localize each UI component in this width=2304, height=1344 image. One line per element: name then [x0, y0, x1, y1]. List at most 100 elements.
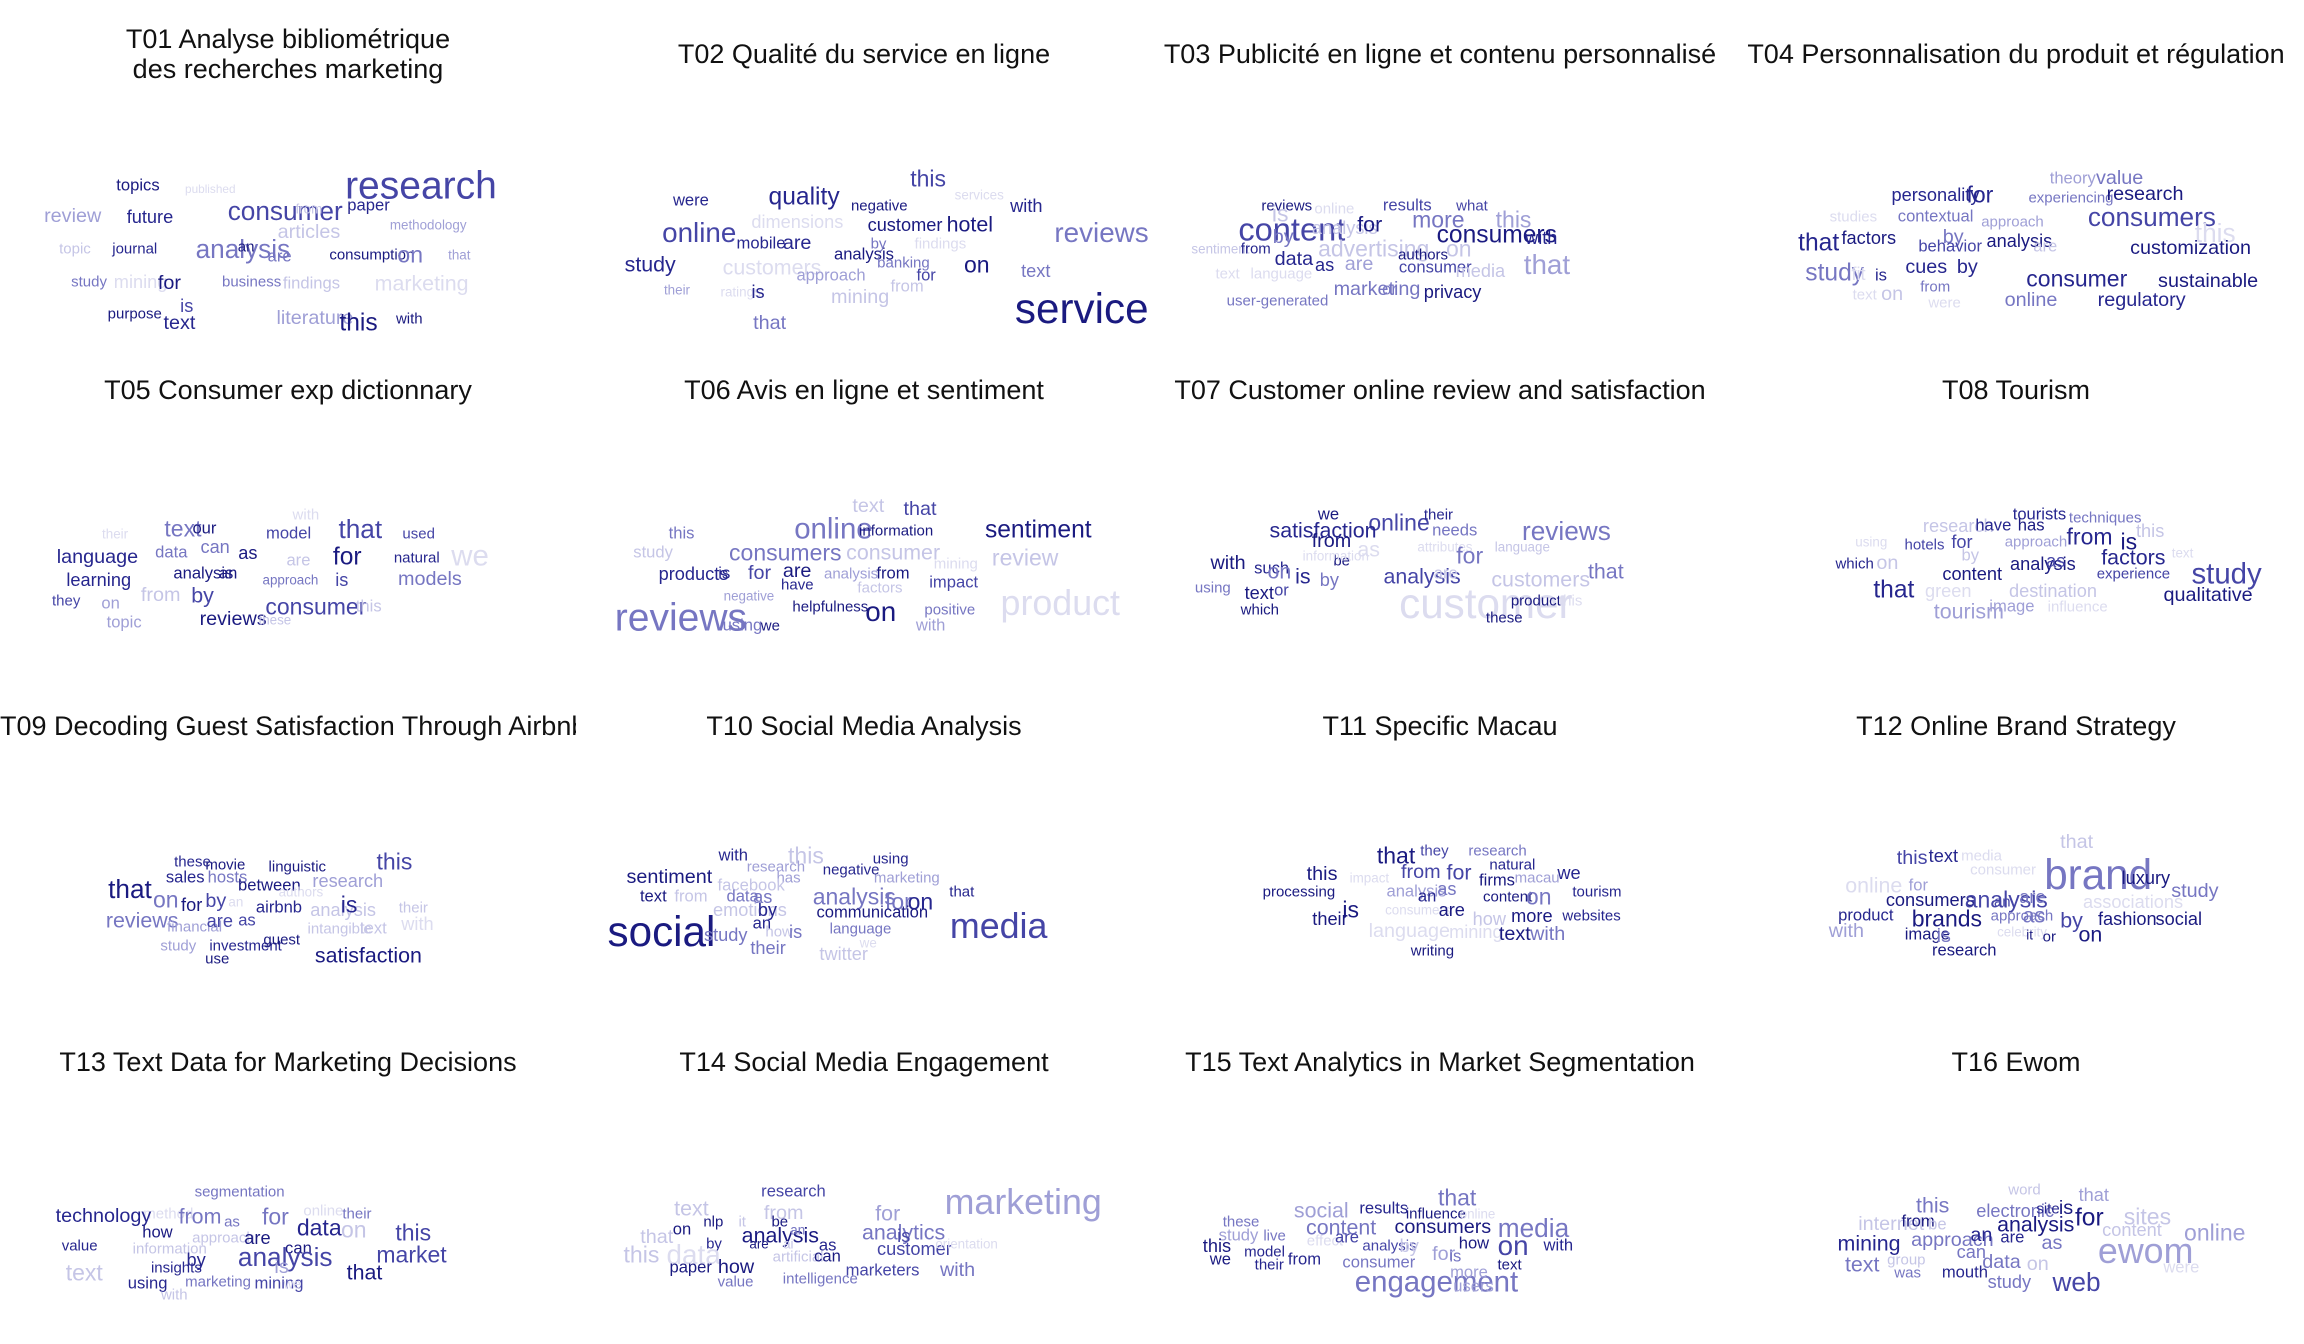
- cloud-word: this: [1559, 592, 1583, 610]
- cloud-word: this: [2194, 217, 2236, 248]
- cloud-word: cues: [1905, 256, 1948, 279]
- cloud-word: consumption: [329, 246, 415, 264]
- cloud-word: websites: [1562, 907, 1621, 925]
- cloud-word: approach: [1990, 907, 2054, 925]
- cloud-word: paper: [669, 1257, 712, 1277]
- cloud-word: needs: [1432, 520, 1478, 540]
- cloud-word: that: [1587, 558, 1624, 583]
- cloud-word: media: [1961, 847, 2002, 865]
- cloud-word: tourism: [1933, 599, 2004, 624]
- cloud-word: products: [658, 564, 729, 585]
- cloud-word: between: [237, 875, 301, 895]
- cloud-word: nlp: [703, 1213, 724, 1231]
- cloud-word: twitter: [819, 943, 868, 964]
- cloud-word: more: [1412, 206, 1465, 232]
- cloud-word: we: [859, 935, 877, 951]
- cloud-word: sustainable: [2158, 269, 2259, 292]
- cloud-word: can: [200, 537, 230, 558]
- cloud-word: on: [2026, 1253, 2049, 1276]
- cloud-word: more: [1450, 1263, 1488, 1283]
- cloud-word: are: [1433, 564, 1458, 584]
- cloud-word: analysis: [1997, 1212, 2075, 1237]
- cloud-word: for: [1908, 875, 1929, 895]
- cloud-word: analysis: [237, 1242, 333, 1273]
- cloud-word: that: [903, 497, 937, 520]
- cloud-word: approach: [1911, 1229, 1994, 1252]
- cloud-word: with: [939, 1258, 976, 1281]
- cloud-word: their: [1312, 908, 1348, 929]
- cloud-word: analysis: [741, 1222, 819, 1247]
- cloud-word: are: [286, 550, 311, 570]
- cloud-word: that: [1376, 842, 1416, 869]
- cloud-word: their: [1254, 1256, 1284, 1274]
- cloud-word: text: [639, 886, 667, 906]
- cloud-word: future: [126, 206, 174, 227]
- cloud-word: their: [342, 1205, 372, 1223]
- cloud-word: language: [56, 546, 139, 569]
- cloud-word: an: [228, 894, 244, 910]
- cloud-word: that: [2060, 830, 2094, 853]
- cloud-word: reviews: [199, 608, 267, 631]
- cloud-word: image: [1904, 924, 1950, 944]
- cloud-word: with: [718, 846, 748, 866]
- cloud-word: for: [332, 543, 362, 571]
- wordcloud-panel: T09 Decoding Guest Satisfaction Through …: [0, 672, 576, 1008]
- cloud-word: for: [1357, 212, 1383, 237]
- cloud-word: are: [2019, 886, 2046, 907]
- cloud-word: published: [185, 181, 236, 196]
- cloud-word: analytics: [861, 1220, 946, 1245]
- cloud-word: that: [346, 1260, 383, 1285]
- cloud-word: financial: [167, 918, 223, 936]
- cloud-word: firms: [1479, 870, 1515, 890]
- cloud-word: data: [666, 1238, 721, 1270]
- cloud-word: analysis: [1383, 564, 1461, 589]
- cloud-word: from: [178, 1203, 222, 1228]
- cloud-word: are: [1344, 253, 1374, 276]
- cloud-word: for: [1456, 542, 1484, 568]
- cloud-word: are: [267, 247, 292, 266]
- cloud-word: as: [238, 910, 256, 930]
- cloud-word: reviews: [1261, 197, 1313, 215]
- cloud-word: analysis: [1362, 1237, 1417, 1255]
- cloud-word: on: [672, 1219, 692, 1239]
- cloud-word: live: [1263, 1227, 1286, 1245]
- cloud-word: attributes: [1417, 539, 1473, 555]
- cloud-word: by: [706, 1235, 722, 1253]
- cloud-word: is: [718, 564, 731, 584]
- cloud-word: for: [875, 1201, 901, 1226]
- cloud-word: for: [1446, 859, 1472, 884]
- cloud-word: research: [1922, 515, 1994, 536]
- cloud-word: text: [360, 919, 387, 938]
- cloud-word: these: [174, 853, 211, 871]
- cloud-word: analysis: [1986, 230, 2053, 251]
- cloud-word: findings: [282, 274, 341, 293]
- wordcloud-panel: T03 Publicité en ligne et contenu person…: [1152, 0, 1728, 336]
- cloud-word: impact: [929, 572, 979, 592]
- cloud-word: this: [1495, 206, 1532, 232]
- cloud-word: writing: [1410, 942, 1455, 960]
- cloud-word: effect: [1306, 1232, 1344, 1250]
- cloud-word: as: [753, 886, 773, 907]
- cloud-word: from: [2066, 523, 2113, 550]
- cloud-word: how: [1458, 1233, 1490, 1253]
- cloud-word: business: [221, 273, 282, 291]
- cloud-word: use: [205, 950, 230, 968]
- cloud-word: authors: [278, 883, 324, 899]
- cloud-word: tourists: [2012, 504, 2067, 524]
- cloud-word: product: [1510, 592, 1561, 610]
- cloud-word: advertising: [1318, 235, 1430, 262]
- cloud-word: be: [1928, 1214, 1947, 1234]
- cloud-word: helpfulness: [792, 598, 869, 616]
- cloud-word: approach: [796, 265, 866, 285]
- cloud-word: tourism: [1572, 883, 1622, 900]
- cloud-word: by: [1399, 1236, 1419, 1257]
- cloud-word: is: [1342, 896, 1360, 923]
- cloud-word: sentiment: [984, 516, 1092, 544]
